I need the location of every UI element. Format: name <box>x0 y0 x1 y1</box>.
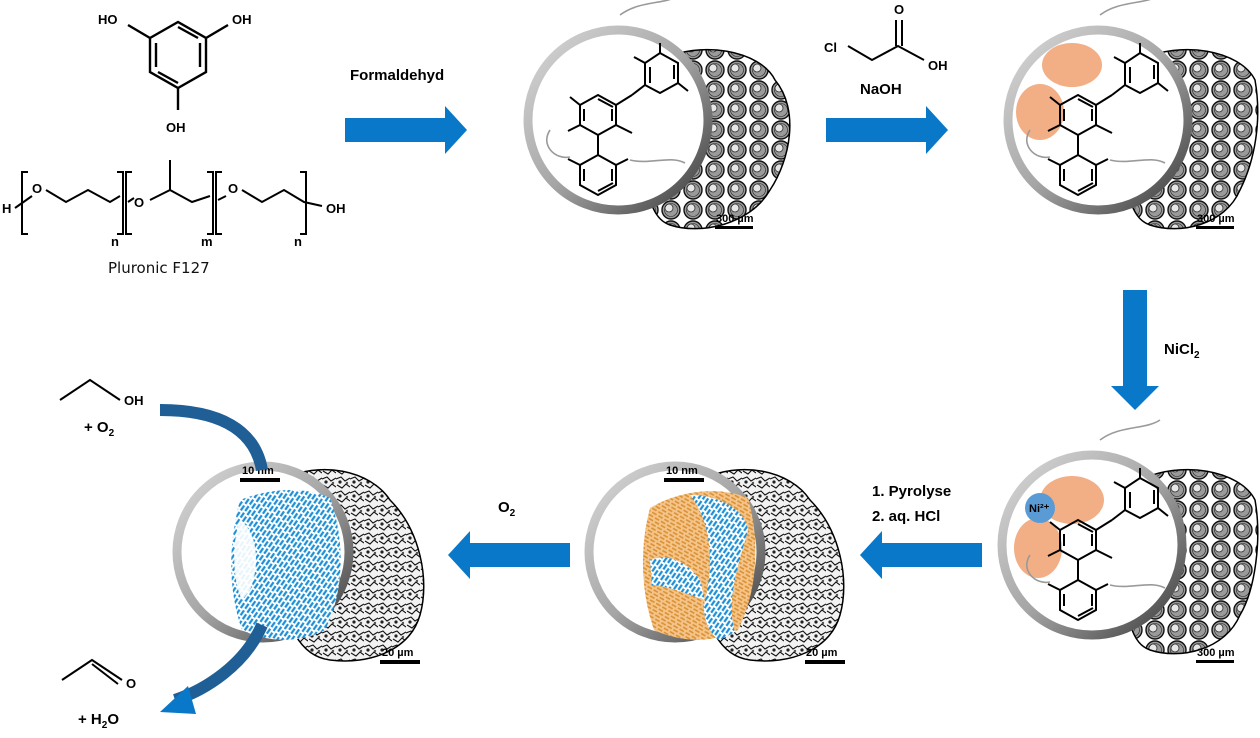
acetaldehyde-o: O <box>126 676 136 691</box>
phloroglucinol-oh-bottom: OH <box>166 120 186 135</box>
ethanol-oh: OH <box>124 393 144 408</box>
label-plus-o2: + O2 <box>84 419 115 439</box>
arrow-nicl2: NiCl2 <box>1111 290 1200 410</box>
label-aq-hcl: 2. aq. HCl <box>872 508 940 525</box>
nickel-loaded-monolith: Ni²⁺ 300 µm <box>997 419 1259 663</box>
pluronic-oh: OH <box>326 201 346 216</box>
arrow-pyrolysis: 1. Pyrolyse 2. aq. HCl <box>860 483 982 579</box>
pluronic-index-n1: n <box>111 234 119 249</box>
phloroglucinol-structure: HO OH OH <box>98 12 252 135</box>
phloroglucinol-oh-right: OH <box>232 12 252 27</box>
nickel-ion-label: Ni²⁺ <box>1029 503 1050 515</box>
graphitic-carbon <box>650 557 705 600</box>
final-carbon-monolith: 10 nm 20 µm <box>172 461 425 664</box>
nickel-carbon-monolith: 10 nm 20 µm <box>584 461 845 664</box>
label-plus-h2o: + H2O <box>78 711 119 731</box>
label-nicl2: NiCl2 <box>1164 341 1200 361</box>
graphitic-carbon <box>690 495 748 640</box>
scale-bar-label: 300 µm <box>716 213 754 225</box>
ethanol-structure: OH + O2 <box>59 378 144 439</box>
nickel-ion <box>1025 493 1055 523</box>
curved-arrow-head <box>160 686 196 714</box>
chloroacetic-acid-structure: Cl O OH <box>824 2 948 73</box>
arrow-formaldehyde: Formaldehyd <box>345 67 467 154</box>
acetaldehyde-structure: O + H2O <box>61 658 136 731</box>
pluronic-h: H <box>2 201 11 216</box>
carboxyl-highlight <box>1016 84 1064 140</box>
pluronic-name: Pluronic F127 <box>108 259 210 277</box>
arrow-naoh: NaOH <box>826 81 948 154</box>
phloroglucinol-oh-left: HO <box>98 12 118 27</box>
chloroacetic-cl: Cl <box>824 40 837 55</box>
pluronic-o3: O <box>228 181 238 196</box>
magnifier-ring <box>523 25 713 215</box>
pluronic-o1: O <box>32 181 42 196</box>
carboxylate-highlight <box>1014 518 1062 578</box>
scale-bar-label: 300 µm <box>1197 213 1235 225</box>
carboxylate-highlight <box>1040 476 1104 524</box>
scale-bar-label: 300 µm <box>1197 647 1235 659</box>
scale-bar-label: 20 µm <box>806 647 838 659</box>
pluronic-structure: H O O O OH n m n Pluronic F127 <box>2 160 346 277</box>
pluronic-o2: O <box>134 195 144 210</box>
carboxylated-monolith: 300 µm <box>1003 0 1259 230</box>
chloroacetic-oh: OH <box>928 58 948 73</box>
label-o2: O2 <box>498 499 516 519</box>
chloroacetic-o: O <box>894 2 904 17</box>
inset-scale-label: 10 nm <box>666 465 698 477</box>
arrow-oxidation: O2 <box>448 499 570 579</box>
pluronic-index-m: m <box>201 234 213 249</box>
label-pyrolyse: 1. Pyrolyse <box>872 483 951 500</box>
carboxyl-highlight <box>1042 43 1102 87</box>
label-naoh: NaOH <box>860 81 902 98</box>
label-formaldehyde: Formaldehyd <box>350 67 444 84</box>
scale-bar-label: 20 µm <box>382 647 414 659</box>
graphitic-carbon <box>231 489 341 640</box>
pluronic-index-n2: n <box>294 234 302 249</box>
resin-monolith: 300 µm <box>523 0 791 230</box>
